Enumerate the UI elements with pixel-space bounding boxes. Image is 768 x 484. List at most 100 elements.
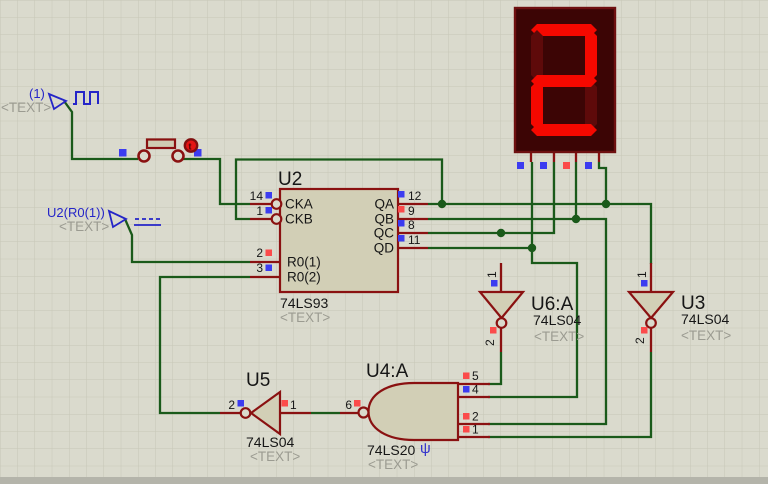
pin-state-indicator <box>265 192 272 199</box>
pin-number: 1 <box>635 271 649 278</box>
pin-name: QB <box>374 212 394 227</box>
pin-state-indicator <box>281 400 288 407</box>
pin-state-indicator <box>398 206 405 213</box>
pin-number: 1 <box>485 271 499 278</box>
button-contact <box>137 149 151 163</box>
pin-state-indicator <box>490 327 497 334</box>
pin-number: 2 <box>472 410 479 424</box>
inversion-bubble-icon <box>645 317 657 329</box>
u6-placeholder: <TEXT> <box>534 329 584 344</box>
wire-reset-terminal-to-r01[interactable] <box>123 218 250 264</box>
inverter-triangle-icon[interactable] <box>477 290 526 320</box>
pin-state-indicator <box>463 386 470 393</box>
clock-terminal-placeholder: <TEXT> <box>1 100 51 115</box>
pin-number: 5 <box>472 369 479 383</box>
pin-name: QA <box>374 197 394 212</box>
pin-state-indicator <box>119 149 127 157</box>
reset-terminal[interactable]: U2(R0(1)) <TEXT> <box>47 205 161 234</box>
wire-qa-feedback-to-ckb[interactable] <box>234 158 444 221</box>
wire-qb-bus[interactable] <box>428 217 608 426</box>
u2-placeholder: <TEXT> <box>280 310 330 325</box>
pin-number: 3 <box>256 261 263 275</box>
button-actuator-icon[interactable] <box>183 138 199 153</box>
segment-b <box>585 30 597 81</box>
inversion-bubble-icon <box>495 317 508 329</box>
inverter-u5[interactable]: 2 1 U5 74LS04 <TEXT> <box>220 370 311 464</box>
nand-u4[interactable]: 6 5 4 2 1 U4:A 74LS20 <TEXT> ψ <box>340 361 490 472</box>
pin-number: 12 <box>408 189 422 203</box>
wire-u5-out-to-r02[interactable] <box>158 275 250 415</box>
pin-state-indicator <box>463 413 470 420</box>
wire-u6-out-to-u4[interactable] <box>488 352 503 386</box>
pin-name: CKB <box>285 212 313 227</box>
wire-qa-bus[interactable] <box>428 202 653 264</box>
pin-number: 1 <box>290 398 297 412</box>
button-actuator-glyph: t <box>189 142 192 152</box>
u5-ref: U5 <box>246 370 270 391</box>
pin-state-indicator <box>585 162 592 169</box>
inverter-u3[interactable]: 1 2 U3 74LS04 <TEXT> <box>626 263 731 352</box>
pin-number: 1 <box>256 204 263 218</box>
pin-state-indicator <box>194 149 202 157</box>
pin-number: 2 <box>256 246 263 260</box>
ckb-inversion-bubble-icon <box>270 213 283 225</box>
inverter-triangle-icon[interactable] <box>626 290 676 320</box>
clock-pulse-icon <box>73 91 99 105</box>
inversion-bubble-icon <box>357 406 370 419</box>
wire-display-pin4[interactable] <box>597 162 608 204</box>
junction-dots <box>437 199 611 253</box>
push-button[interactable]: t <box>119 138 202 163</box>
pin-state-indicator <box>641 327 648 334</box>
pin-state-indicator <box>265 264 272 271</box>
u4-ref: U4:A <box>366 361 409 382</box>
cka-inversion-bubble-icon <box>270 198 283 210</box>
reset-terminal-placeholder: <TEXT> <box>59 219 109 234</box>
pin-number: 4 <box>472 383 479 397</box>
counter-u2[interactable]: U2 74LS93 <TEXT> 14 1 2 3 CKA CKB R0(1) … <box>250 169 428 325</box>
inverter-triangle-icon[interactable] <box>249 389 282 437</box>
pin-state-indicator <box>517 162 524 169</box>
u4-placeholder: <TEXT> <box>368 457 418 472</box>
u2-part: 74LS93 <box>280 295 328 311</box>
pin-state-indicator <box>237 400 244 407</box>
u6-part: 74LS04 <box>533 312 581 328</box>
pin-number: 9 <box>408 204 415 218</box>
nand-gate-icon[interactable] <box>367 381 460 442</box>
wire-u3-out-to-u4[interactable] <box>488 352 653 439</box>
pin-number: 2 <box>228 398 235 412</box>
pin-name: CKA <box>285 197 313 212</box>
segment-d <box>531 124 597 136</box>
pin-name: QD <box>374 241 395 256</box>
pin-state-indicator <box>398 235 405 242</box>
pin-number: 14 <box>250 189 264 203</box>
wires <box>63 100 653 439</box>
bottom-edge-strip <box>0 477 768 484</box>
u4-part: 74LS20 <box>367 442 415 458</box>
pin-state-indicator <box>265 249 272 256</box>
u3-part: 74LS04 <box>681 311 729 327</box>
seven-segment-display[interactable] <box>513 6 617 169</box>
pin-state-indicator <box>463 426 470 433</box>
pin-state-indicator <box>354 400 361 407</box>
wire-display-pin1[interactable] <box>488 162 579 399</box>
u5-part: 74LS04 <box>246 434 294 450</box>
wire-clock-to-button[interactable] <box>63 100 138 161</box>
pin-name: QC <box>374 226 395 241</box>
segment-f <box>531 30 543 81</box>
clock-terminal[interactable]: (1) <TEXT> <box>1 86 99 115</box>
junction-dot <box>527 243 537 253</box>
reset-terminal-label: U2(R0(1)) <box>47 205 105 220</box>
pin-state-indicator <box>398 220 405 227</box>
pin-state-indicator <box>540 162 547 169</box>
inverter-u6[interactable]: 1 2 U6:A 74LS04 <TEXT> <box>477 263 584 352</box>
inversion-bubble-icon <box>239 407 252 419</box>
pin-name: R0(1) <box>287 255 321 270</box>
pin-number: 2 <box>483 339 497 346</box>
wire-qc-bus[interactable] <box>428 162 556 235</box>
u3-ref: U3 <box>681 293 705 314</box>
pin-name: R0(2) <box>287 270 321 285</box>
button-contact <box>171 149 185 163</box>
u5-placeholder: <TEXT> <box>250 449 300 464</box>
u6-ref: U6:A <box>531 294 574 315</box>
